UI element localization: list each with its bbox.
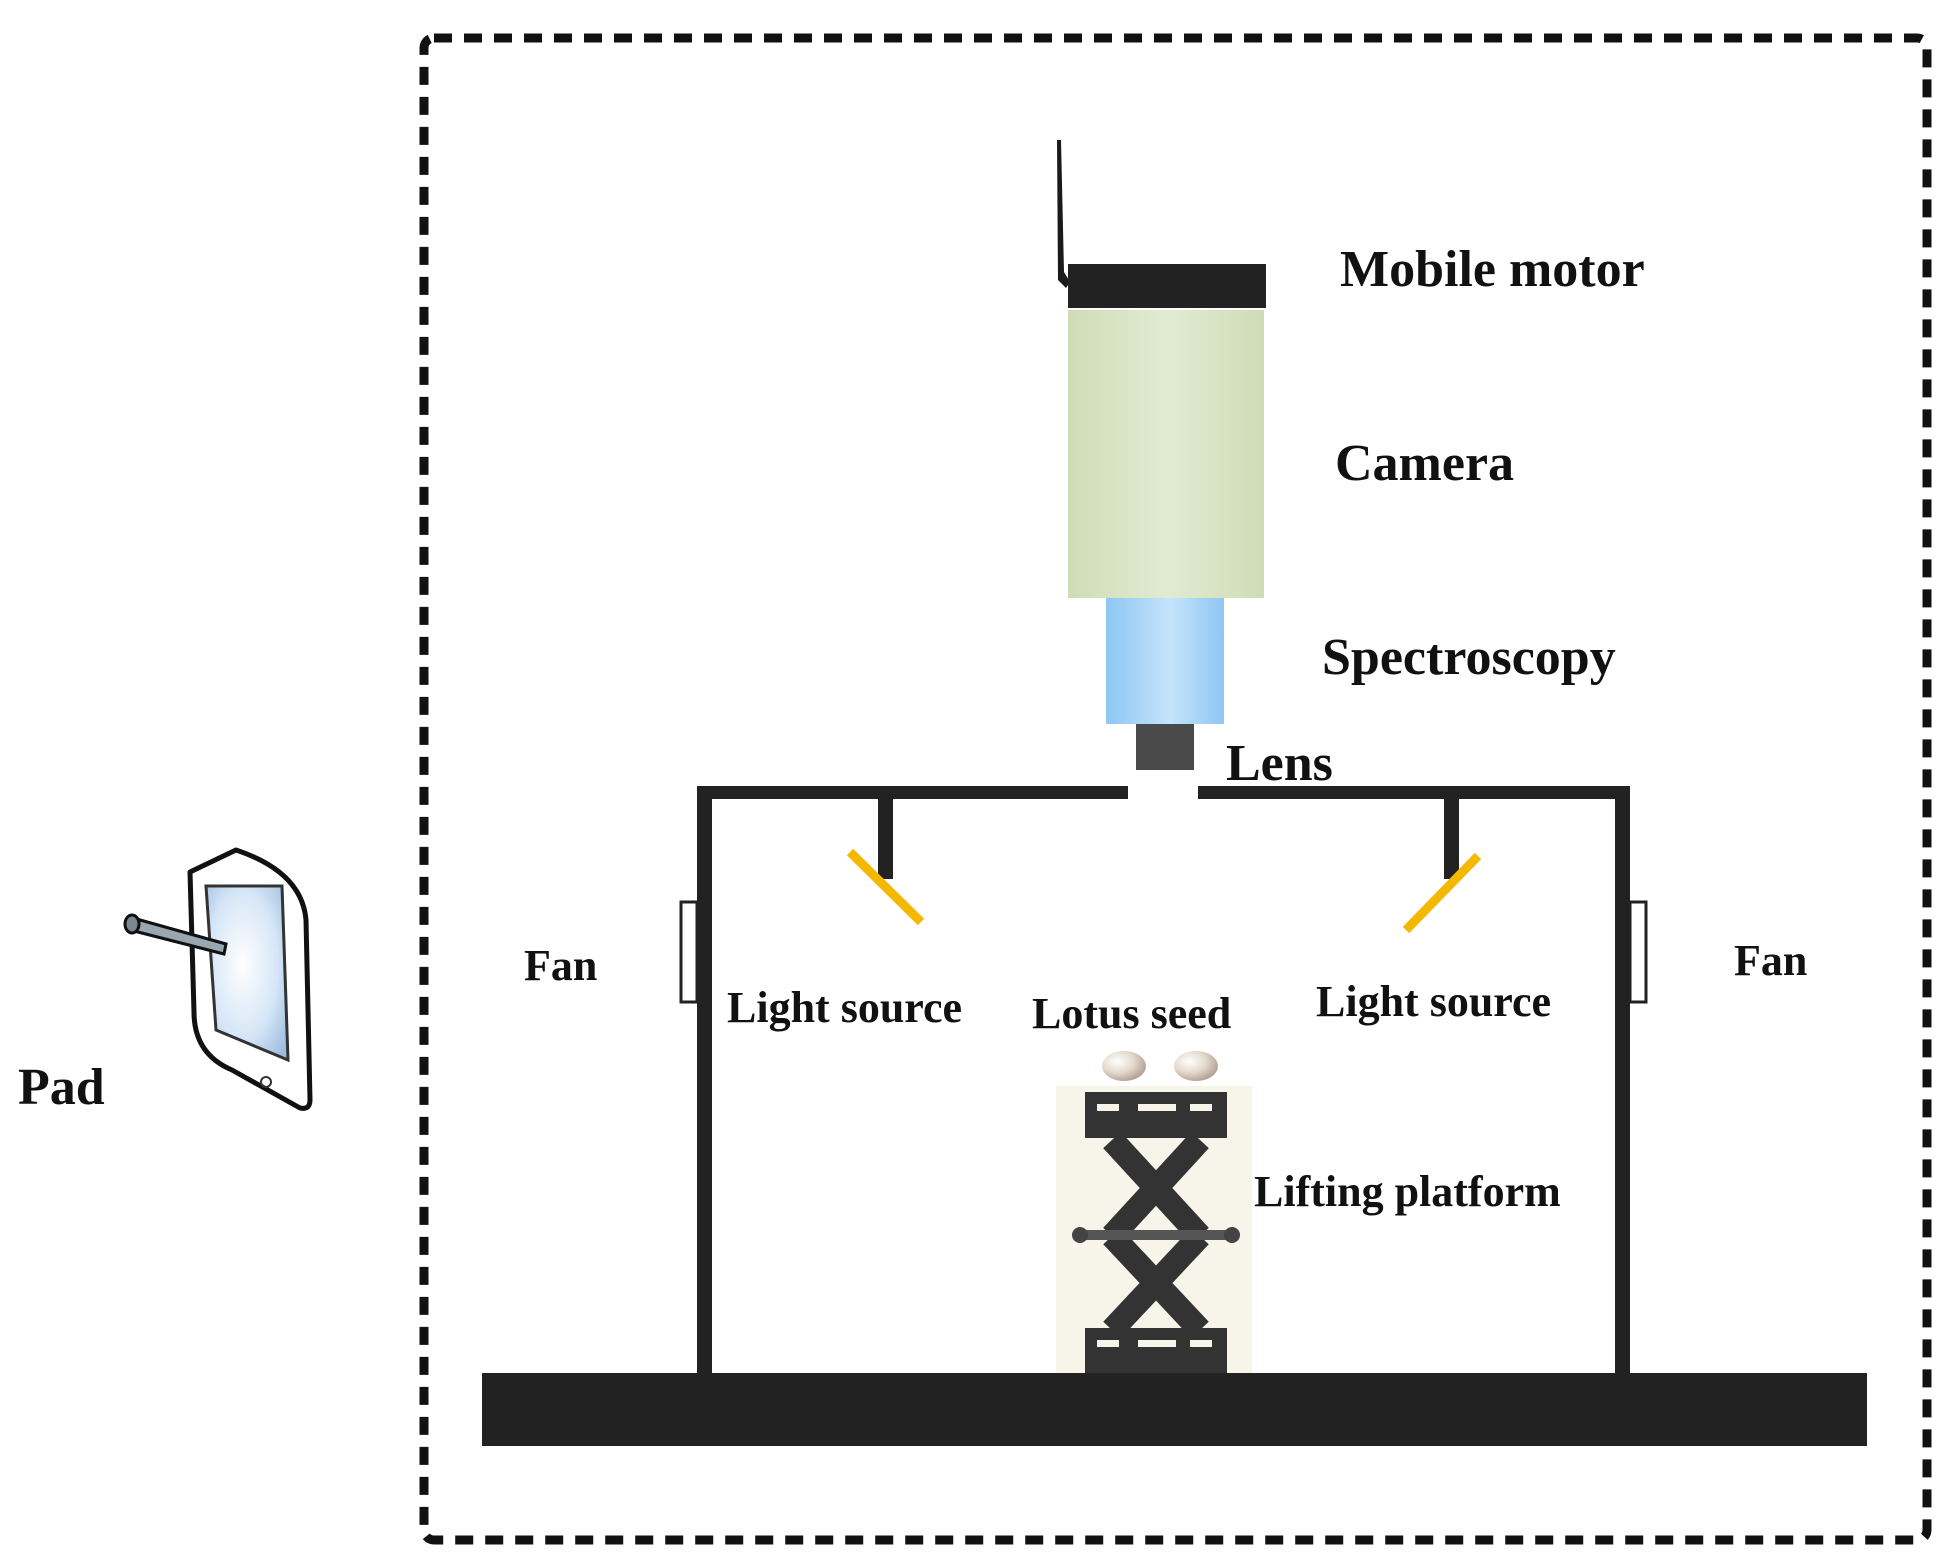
label-lotus-seed: Lotus seed: [1032, 989, 1231, 1038]
fan-left: [679, 900, 699, 1004]
frame-top-left: [697, 786, 1128, 799]
label-lifting-platform: Lifting platform: [1254, 1167, 1561, 1216]
camera-body: [1068, 310, 1264, 598]
spectroscopy-body: [1106, 598, 1224, 724]
label-mobile-motor: Mobile motor: [1340, 241, 1645, 298]
label-spectroscopy: Spectroscopy: [1322, 629, 1616, 686]
label-light-source-left: Light source: [727, 983, 962, 1032]
lotus-seed: [1174, 1051, 1218, 1081]
label-camera: Camera: [1335, 435, 1514, 492]
lotus-seeds: [1102, 1051, 1218, 1081]
light-source-left: [846, 799, 925, 926]
lens-body: [1136, 724, 1194, 770]
frame-leg-right: [1615, 786, 1630, 1386]
enclosure-border: [419, 33, 1932, 1545]
label-lens: Lens: [1226, 735, 1333, 792]
tablet-with-stylus-icon: [123, 847, 313, 1111]
label-pad: Pad: [18, 1059, 105, 1116]
frame-leg-left: [697, 786, 712, 1386]
light-source-right: [1402, 799, 1482, 934]
base-plate: [482, 1373, 1867, 1446]
mobile-motor: [1068, 264, 1266, 308]
label-fan-right: Fan: [1734, 936, 1807, 985]
frame-top-right: [1198, 786, 1630, 799]
fan-right: [1628, 900, 1648, 1004]
label-light-source-right: Light source: [1316, 977, 1551, 1026]
lotus-seed: [1102, 1051, 1146, 1081]
scissor-lift-icon: [1056, 1086, 1252, 1373]
antenna-icon: [1057, 140, 1070, 288]
label-fan-left: Fan: [524, 941, 597, 990]
